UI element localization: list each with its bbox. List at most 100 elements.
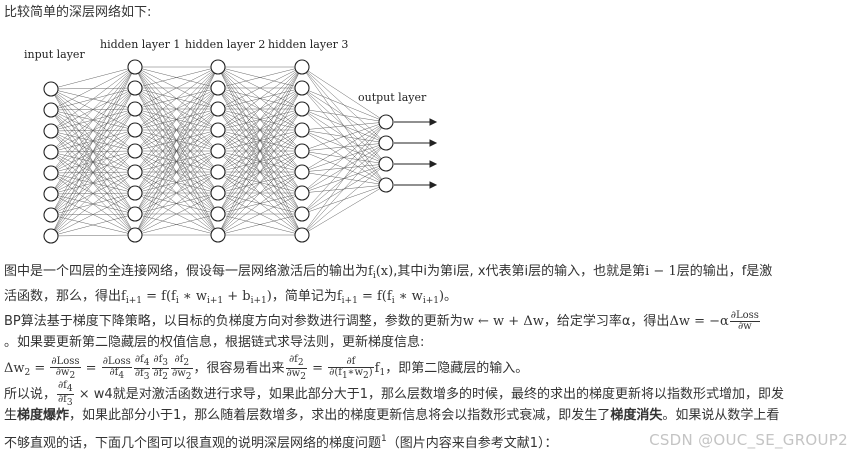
- connection-line: [50, 213, 136, 237]
- connection-line: [50, 66, 136, 132]
- neuron-node: [294, 185, 310, 201]
- neuron-node: [210, 206, 226, 222]
- arrow-head: [429, 181, 438, 189]
- connection-line: [50, 66, 136, 237]
- connection-line: [301, 87, 387, 123]
- paragraph-3-line-3: 不够直观的话，下面几个图可以很直观的说明深层网络的梯度问题1（图片内容来自参考文…: [4, 434, 558, 451]
- connection-line: [134, 66, 219, 236]
- connection-line: [217, 66, 303, 173]
- connection-line: [50, 171, 136, 237]
- neuron-node: [43, 81, 59, 97]
- neuron-node: [43, 207, 59, 223]
- connection-line: [134, 108, 219, 236]
- label-input-layer: input layer: [24, 48, 85, 61]
- neuron-node: [294, 164, 310, 180]
- connection-line: [50, 129, 136, 237]
- connection-line: [134, 150, 219, 236]
- connection-line: [217, 66, 303, 131]
- neuron-node: [127, 122, 143, 138]
- connection-line: [217, 66, 303, 215]
- connection-line: [50, 66, 136, 90]
- neuron-node: [43, 186, 59, 202]
- connection-line: [301, 121, 387, 173]
- paragraph-1-line-1: 图中是一个四层的全连接网络，假设每一层网络激活后的输出为fi(x),其中i为第i…: [4, 264, 773, 281]
- label-hidden-layer-3: hidden layer 3: [268, 38, 348, 51]
- connection-line: [301, 163, 387, 236]
- connection-line: [134, 66, 219, 110]
- neuron-node: [210, 185, 226, 201]
- connection-line: [50, 108, 136, 237]
- connection-line: [217, 192, 303, 236]
- connection-line: [50, 66, 136, 153]
- connection-line: [217, 171, 303, 236]
- connection-line: [217, 66, 303, 236]
- paragraph-3-line-1: 所以说，∂f4∂f3 × w4就是对激活函数进行求导，如果此部分大于1，那么层数…: [4, 380, 784, 409]
- label-hidden-layer-1: hidden layer 1: [100, 38, 180, 51]
- connection-line: [217, 129, 303, 236]
- neuron-node: [127, 143, 143, 159]
- connection-line: [50, 66, 136, 111]
- neural-network-figure: input layer hidden layer 1 hidden layer …: [24, 38, 438, 244]
- neuron-node: [378, 156, 394, 172]
- connection-line: [217, 66, 303, 152]
- intro-text: 比较简单的深层网络如下:: [4, 5, 152, 20]
- neuron-node: [127, 164, 143, 180]
- neuron-node: [210, 101, 226, 117]
- label-hidden-layer-2: hidden layer 2: [185, 38, 265, 51]
- paragraph-1-line-2: 活函数，那么，得出fi+1 = f(fi ∗ wi+1 + bi+1)，简单记为…: [4, 289, 458, 306]
- neuron-node: [378, 135, 394, 151]
- neuron-node: [127, 185, 143, 201]
- connection-line: [134, 66, 219, 89]
- connection-line: [217, 66, 303, 110]
- connection-line: [134, 192, 219, 236]
- connection-line: [50, 66, 136, 195]
- connection-line: [50, 66, 136, 216]
- neuron-node: [127, 59, 143, 75]
- arrow-head: [429, 139, 438, 147]
- neuron-node: [43, 123, 59, 139]
- connection-line: [134, 213, 219, 236]
- gradient-explosion-term: 梯度爆炸: [17, 408, 70, 423]
- neuron-node: [43, 144, 59, 160]
- connection-line: [134, 66, 219, 131]
- connection-line: [217, 66, 303, 194]
- neuron-node: [127, 206, 143, 222]
- connection-line: [134, 66, 219, 152]
- connection-line: [301, 66, 387, 123]
- connection-line: [50, 66, 136, 174]
- arrow-head: [429, 160, 438, 168]
- neuron-node: [210, 227, 226, 243]
- neuron-node: [210, 143, 226, 159]
- connection-line: [217, 213, 303, 236]
- reference-superscript: 1: [381, 434, 387, 444]
- paragraph-2-line-3: Δw2 = ∂Loss∂w2 = ∂Loss∂f4∂f4∂f3∂f3∂f2∂f2…: [4, 354, 529, 383]
- neuron-node: [43, 228, 59, 244]
- connection-line: [217, 87, 303, 236]
- connection-line: [301, 121, 387, 131]
- neuron-node: [210, 59, 226, 75]
- connection-line: [217, 66, 303, 89]
- connection-line: [217, 150, 303, 236]
- neuron-node: [294, 101, 310, 117]
- connection-line: [134, 66, 219, 194]
- neuron-node: [127, 101, 143, 117]
- connection-line: [301, 121, 387, 152]
- label-output-layer: output layer: [358, 91, 427, 104]
- neuron-node: [294, 122, 310, 138]
- neuron-node: [210, 80, 226, 96]
- neuron-node: [294, 143, 310, 159]
- neuron-node: [127, 227, 143, 243]
- connection-line: [301, 142, 387, 236]
- connection-line: [134, 66, 219, 173]
- neuron-node: [210, 122, 226, 138]
- connection-line: [301, 184, 387, 236]
- connection-line: [50, 192, 136, 237]
- arrow-head: [429, 118, 438, 126]
- paragraph-2-line-1: BP算法基于梯度下降策略，以目标的负梯度方向对参数进行调整，参数的更新为w ← …: [4, 310, 760, 332]
- neuron-node: [127, 80, 143, 96]
- connection-line: [134, 129, 219, 236]
- paragraph-3-line-2: 生梯度爆炸，如果此部分小于1，那么随着层数增多，求出的梯度更新信息将会以指数形式…: [4, 408, 780, 423]
- neuron-node: [294, 80, 310, 96]
- connection-line: [301, 108, 387, 123]
- connection-line: [50, 234, 136, 237]
